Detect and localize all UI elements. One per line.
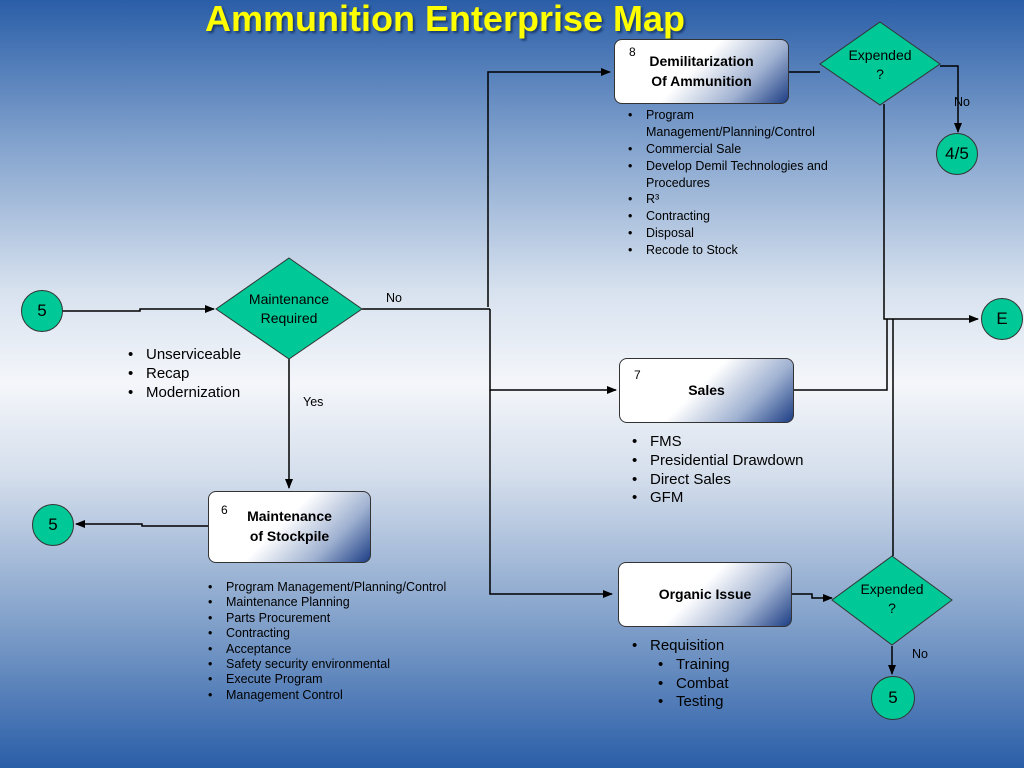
page-title: Ammunition Enterprise Map [204,0,686,39]
organic-items-list: Requisition Training Combat Testing [630,637,730,712]
expended-bottom-line1: Expended [860,581,924,597]
list-item: Maintenance Planning [206,595,446,611]
edge-sales-to-e [794,319,888,391]
maintenance-stockpile-box: 6 Maintenance of Stockpile [208,491,371,563]
bottom-5-circle: 5 [871,676,915,720]
sales-number: 7 [634,368,641,382]
list-item: Testing [656,693,730,712]
no-label-expended-top: No [954,95,970,109]
list-item: Training [656,656,730,675]
circle-4-5: 4/5 [936,133,978,175]
stockpile-items-list: Program Management/Planning/Control Main… [206,580,446,703]
sales-box: 7 Sales [619,358,794,423]
expended-bottom-label: Expended ? [842,580,942,618]
list-item: Requisition [630,637,730,656]
list-item: Parts Procurement [206,611,446,627]
no-label-main: No [386,291,402,305]
list-item: Program Management/Planning/Control [626,107,866,141]
maintenance-required-label: Maintenance Required [248,291,330,326]
expended-top-line2: ? [876,65,884,82]
list-item: Disposal [626,225,866,242]
list-item: GFM [630,489,803,508]
demil-line1: Demilitarization [649,52,754,69]
sales-items-list: FMS Presidential Drawdown Direct Sales G… [630,433,803,508]
edge-to-organic [489,390,613,598]
edge-stockpile-to-5 [75,520,208,528]
list-item: Combat [656,675,730,694]
list-item: Contracting [206,626,446,642]
maintenance-reasons-list: Unserviceable Recap Modernization [126,346,241,402]
list-item: Execute Program [206,672,446,688]
list-item: Program Management/Planning/Control [206,580,446,596]
edge-to-demil [487,68,611,307]
no-label-expended-bottom: No [912,647,928,661]
demil-number: 8 [629,45,636,59]
demilitarization-box: 8 Demilitarization Of Ammunition [614,39,789,104]
edge-expended-to-45 [940,65,962,133]
list-item: Develop Demil Technologies and Procedure… [626,158,866,192]
list-item: Modernization [126,384,241,403]
demil-items-list: Program Management/Planning/Control Comm… [626,107,866,259]
left-5-circle: 5 [32,504,74,546]
stockpile-line1: Maintenance [247,508,332,525]
maintenance-required-diamond [215,257,363,360]
expended-top-line1: Expended [848,47,912,63]
list-item: Contracting [626,208,866,225]
edge-organic-to-expended [792,593,833,602]
yes-label-main: Yes [303,395,324,409]
list-item: Safety security environmental [206,657,446,673]
organic-issue-label: Organic Issue [658,585,752,602]
edge-start-to-maintenance [62,305,215,313]
start-5-circle: 5 [21,290,63,332]
list-item: R³ [626,191,866,208]
exit-e-circle: E [981,298,1023,340]
list-item: Management Control [206,688,446,704]
list-item: Presidential Drawdown [630,452,803,471]
expended-top-diamond [819,21,941,106]
list-item: Direct Sales [630,471,803,490]
edge-expended-to-e [883,104,979,323]
expended-bottom-line2: ? [888,599,896,616]
list-item: Unserviceable [126,346,241,365]
organic-issue-box: Organic Issue [618,562,792,627]
sales-label: Sales [688,381,725,398]
edge-to-sales [489,309,617,394]
demil-line2: Of Ammunition [651,72,752,89]
list-item: Recap [126,365,241,384]
expended-top-label: Expended ? [830,46,930,84]
expended-bottom-diamond [831,555,953,646]
stockpile-line2: of Stockpile [249,528,330,544]
list-item: Commercial Sale [626,141,866,158]
list-item: FMS [630,433,803,452]
list-item: Recode to Stock [626,242,866,259]
list-item: Acceptance [206,642,446,658]
stockpile-number: 6 [221,503,228,517]
